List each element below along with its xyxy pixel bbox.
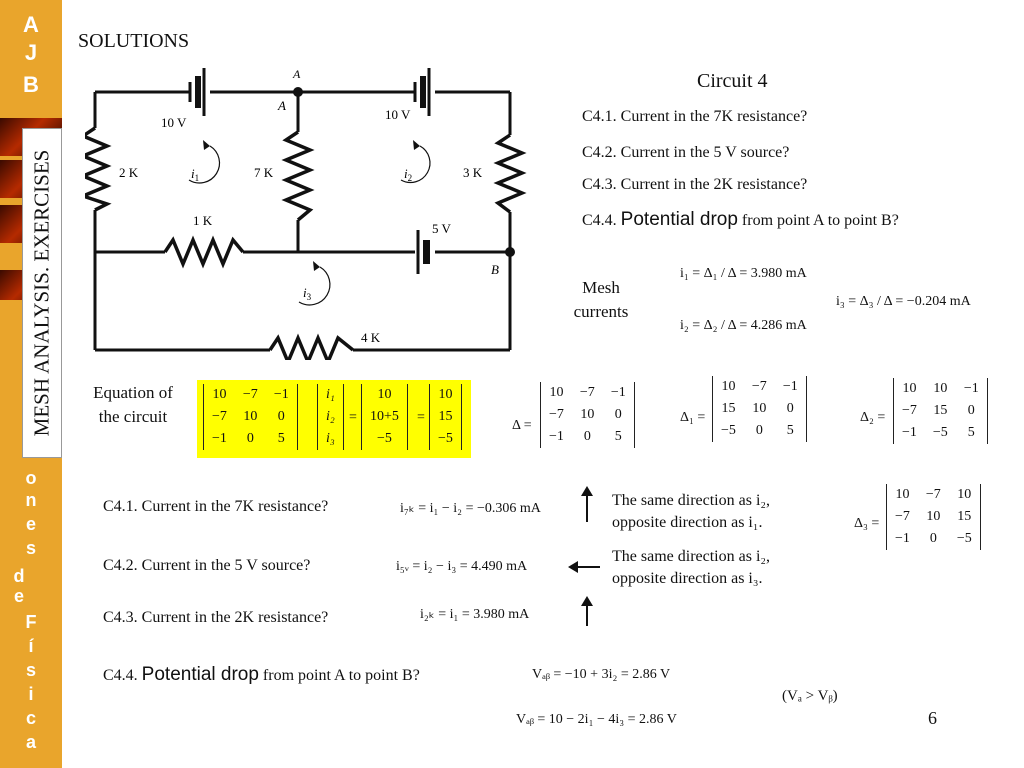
- page-heading: SOLUTIONS: [78, 30, 190, 52]
- mesh-loop-3: [298, 266, 331, 306]
- source-vector: 10 15 −5: [429, 384, 462, 450]
- sidebar-letter: n: [25, 490, 37, 510]
- delta-label: Δ =: [512, 418, 532, 433]
- label-1k: 1 K: [193, 213, 213, 228]
- label-7k: 7 K: [254, 165, 274, 180]
- sidebar-letter: o: [25, 468, 37, 488]
- sidebar-letter: J: [24, 40, 38, 65]
- mesh-label-i2: i2: [404, 166, 412, 183]
- battery-left-10v: [188, 68, 206, 116]
- equals-sign: =: [349, 410, 357, 425]
- label-5v: 5 V: [432, 221, 452, 236]
- answer-note-2: The same direction as i₂, opposite direc…: [612, 548, 770, 587]
- mesh-label-i3: i3: [303, 285, 312, 302]
- circuit-title: Circuit 4: [697, 70, 768, 92]
- mesh-current-i1: i₁ = Δ₁ / Δ = 3.980 mA: [680, 266, 807, 281]
- label-2k: 2 K: [119, 165, 139, 180]
- question-4: C4.4. Potential drop from point A to poi…: [582, 209, 899, 230]
- equals-sign: =: [417, 410, 425, 425]
- answer-formula-4a: Vₐᵦ = −10 + 3i₂ = 2.86 V: [532, 667, 671, 682]
- resistor-symbols: [85, 126, 527, 360]
- delta2-label: Δ₂ =: [860, 410, 886, 425]
- label-point-a-top: A: [292, 67, 301, 81]
- answer-formula-3: i₂ₖ = i₁ = 3.980 mA: [420, 607, 530, 622]
- mesh-currents-label: Mesh currents: [573, 278, 629, 321]
- resistor-3k: [493, 133, 527, 214]
- mesh-label-i1: i1: [191, 166, 199, 183]
- node-a: [293, 87, 303, 97]
- circuit-diagram: A A B 10 V 10 V 5 V 2 K 7 K 3 K 1 K 4 K …: [85, 67, 527, 360]
- answer-question-4: C4.4. Potential drop from point A to poi…: [103, 664, 420, 685]
- question-1: C4.1. Current in the 7K resistance?: [582, 108, 808, 125]
- sidebar-letter: í: [28, 636, 34, 656]
- source-vector-expanded: 10 10+5 −5: [361, 384, 408, 450]
- unknown-vector: i₁ i₂ i₃: [317, 384, 344, 450]
- sidebar-letter: c: [25, 708, 36, 728]
- label-3k: 3 K: [463, 165, 483, 180]
- arrow-up-icon: [581, 486, 593, 522]
- vertical-title-box: MESH ANALYSIS. EXERCISES: [22, 128, 62, 458]
- mesh-loop-2: [400, 145, 431, 184]
- label-10v-left: 10 V: [161, 115, 187, 130]
- equation-label: Equation of the circuit: [93, 383, 173, 426]
- sidebar-letter: d: [13, 566, 25, 586]
- answer-question-2: C4.2. Current in the 5 V source?: [103, 557, 311, 574]
- answer-question-3: C4.3. Current in the 2K resistance?: [103, 609, 329, 626]
- delta1-label: Δ₁ =: [680, 410, 706, 425]
- battery-mid-5v: [416, 230, 430, 274]
- circuit-wires: [93, 90, 512, 352]
- page-number: 6: [928, 708, 937, 728]
- delta3-label: Δ₃ =: [854, 516, 880, 531]
- label-point-a: A: [277, 98, 286, 113]
- mesh-loops: [188, 145, 431, 306]
- arrow-up-icon: [581, 596, 593, 626]
- sidebar-letter: e: [25, 514, 36, 534]
- sidebar-letter: s: [25, 660, 36, 680]
- answer-formula-2: i₅ᵥ = i₂ − i₃ = 4.490 mA: [396, 559, 528, 574]
- answer-question-1: C4.1. Current in the 7K resistance?: [103, 498, 329, 515]
- sidebar-letter: F: [25, 612, 37, 632]
- sidebar-letter: a: [25, 732, 36, 752]
- resistor-2k: [85, 126, 112, 212]
- question-2: C4.2. Current in the 5 V source?: [582, 144, 790, 161]
- mesh-current-i3: i₃ = Δ₃ / Δ = −0.204 mA: [836, 294, 971, 309]
- mesh-current-i2: i₂ = Δ₂ / Δ = 4.286 mA: [680, 318, 807, 333]
- resistor-1k: [163, 235, 245, 269]
- sidebar-letter: s: [25, 538, 36, 558]
- sidebar-letter: A: [23, 12, 39, 37]
- label-10v-right: 10 V: [385, 107, 411, 122]
- resistor-4k: [268, 333, 355, 360]
- sidebar-letter: B: [23, 72, 39, 97]
- mesh-arrowheads: [203, 140, 420, 271]
- answer-condition: (Vₐ > Vᵦ): [782, 688, 838, 704]
- sidebar-letter: i: [28, 684, 34, 704]
- answer-formula-4b: Vₐᵦ = 10 − 2i₁ − 4i₃ = 2.86 V: [516, 712, 677, 727]
- arrow-left-icon: [568, 561, 600, 573]
- label-point-b: B: [491, 262, 499, 277]
- node-b: [505, 247, 515, 257]
- resistor-7k: [281, 130, 315, 222]
- label-4k: 4 K: [361, 330, 381, 345]
- answer-formula-1: i₇ₖ = i₁ − i₂ = −0.306 mA: [400, 501, 541, 516]
- answer-note-1: The same direction as i₂, opposite direc…: [612, 492, 770, 531]
- mesh-loop-1: [188, 145, 220, 184]
- vertical-title: MESH ANALYSIS. EXERCISES: [29, 149, 54, 437]
- sidebar-letter: e: [13, 586, 24, 606]
- battery-right-10v: [413, 68, 431, 116]
- question-3: C4.3. Current in the 2K resistance?: [582, 176, 808, 193]
